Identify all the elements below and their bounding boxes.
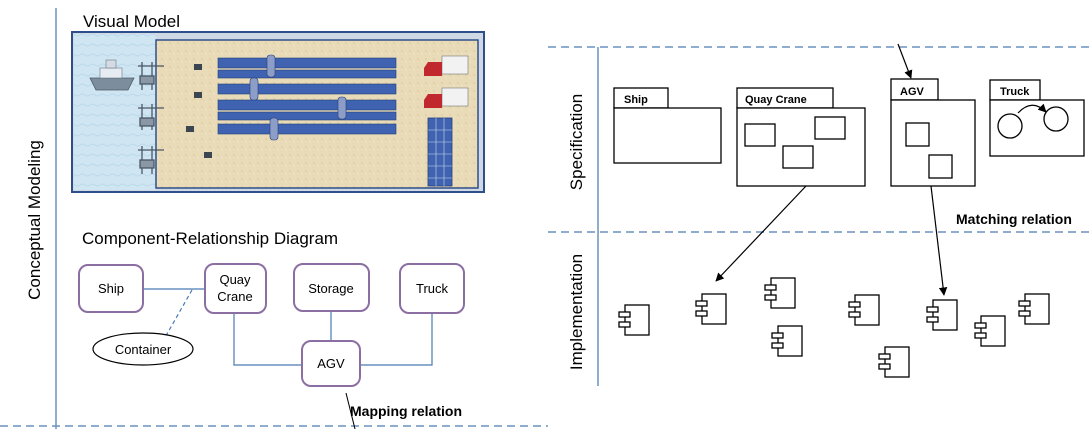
svg-text:Ship: Ship bbox=[98, 281, 124, 296]
component-icons bbox=[618, 277, 1050, 378]
conceptual-modeling-label: Conceptual Modeling bbox=[25, 140, 44, 300]
package-agv: AGV bbox=[890, 78, 976, 187]
svg-text:AGV: AGV bbox=[900, 86, 925, 98]
svg-text:Quay Crane: Quay Crane bbox=[745, 94, 807, 106]
package-ship: Ship bbox=[613, 87, 722, 164]
mapping-relation-label: Mapping relation bbox=[350, 403, 462, 419]
svg-text:AGV: AGV bbox=[317, 356, 345, 371]
truck-transition-arrow bbox=[1017, 103, 1047, 114]
quay-crane-to-component-arrow bbox=[715, 185, 807, 282]
component-icon bbox=[926, 299, 958, 331]
package-truck: Truck bbox=[989, 79, 1085, 157]
crd-title: Component-Relationship Diagram bbox=[82, 229, 338, 248]
storage-blocks bbox=[217, 57, 397, 135]
svg-text:Truck: Truck bbox=[1000, 86, 1030, 98]
ship-icon bbox=[89, 59, 135, 91]
svg-text:Storage: Storage bbox=[308, 281, 354, 296]
crd-node-truck: Truck bbox=[399, 263, 465, 314]
crd-connectors bbox=[143, 288, 433, 366]
component-icon bbox=[848, 294, 880, 326]
gate-blocks bbox=[427, 117, 453, 187]
component-icon bbox=[771, 325, 803, 357]
svg-text:Truck: Truck bbox=[416, 281, 449, 296]
agv-to-component-arrow bbox=[930, 185, 948, 296]
truck-icons bbox=[424, 55, 469, 108]
visual-model-title: Visual Model bbox=[83, 12, 180, 31]
svg-text:Quay: Quay bbox=[219, 272, 251, 287]
agv-icons bbox=[186, 64, 212, 158]
svg-text:Ship: Ship bbox=[624, 94, 648, 106]
component-icon bbox=[1018, 293, 1050, 325]
svg-text:Container: Container bbox=[115, 342, 172, 357]
quay-crane-icons bbox=[138, 62, 164, 174]
mapping-arrow bbox=[345, 392, 356, 429]
component-icon bbox=[878, 346, 910, 378]
crd-node-container: Container bbox=[92, 332, 194, 366]
crd-node-ship: Ship bbox=[78, 264, 144, 313]
specification-label: Specification bbox=[567, 94, 586, 190]
visual-model-image bbox=[71, 31, 485, 193]
svg-text:Crane: Crane bbox=[217, 289, 252, 304]
matching-relation-label: Matching relation bbox=[956, 211, 1072, 227]
component-icon bbox=[695, 293, 727, 325]
crd-node-quay-crane: Quay Crane bbox=[204, 263, 267, 314]
component-icon bbox=[764, 277, 796, 309]
component-icon bbox=[618, 304, 650, 336]
package-quay-crane: Quay Crane bbox=[736, 87, 866, 187]
implementation-label: Implementation bbox=[567, 254, 586, 370]
crd-node-agv: AGV bbox=[301, 340, 361, 387]
crd-node-storage: Storage bbox=[293, 263, 370, 312]
component-icon bbox=[974, 315, 1006, 347]
agv-incoming-arrow bbox=[897, 43, 913, 79]
